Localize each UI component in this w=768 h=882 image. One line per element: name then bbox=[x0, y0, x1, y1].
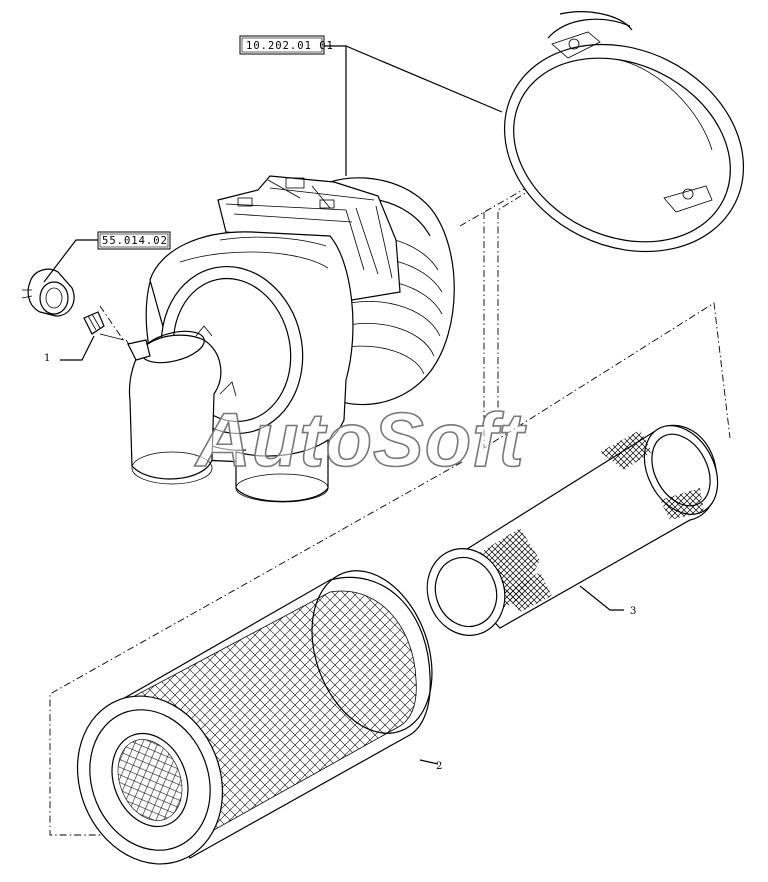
reference-label-housing: 10.202.01 01 bbox=[246, 40, 334, 52]
hose-clamp bbox=[503, 11, 745, 253]
item-number-2: 2 bbox=[436, 761, 442, 772]
item-number-3: 3 bbox=[630, 606, 636, 617]
reference-box-sensor: 55.014.02 bbox=[97, 231, 171, 250]
reference-box-housing: 10.202.01 01 bbox=[239, 35, 334, 55]
item-number-1: 1 bbox=[44, 353, 50, 364]
reference-label-sensor: 55.014.02 bbox=[102, 235, 168, 247]
watermark-text: AutoSoft bbox=[194, 398, 526, 483]
inner-filter-element bbox=[426, 424, 719, 636]
leader-lines bbox=[43, 45, 624, 765]
restriction-sensor bbox=[21, 268, 151, 361]
outer-filter-element bbox=[76, 570, 433, 865]
air-cleaner-housing bbox=[128, 175, 455, 503]
